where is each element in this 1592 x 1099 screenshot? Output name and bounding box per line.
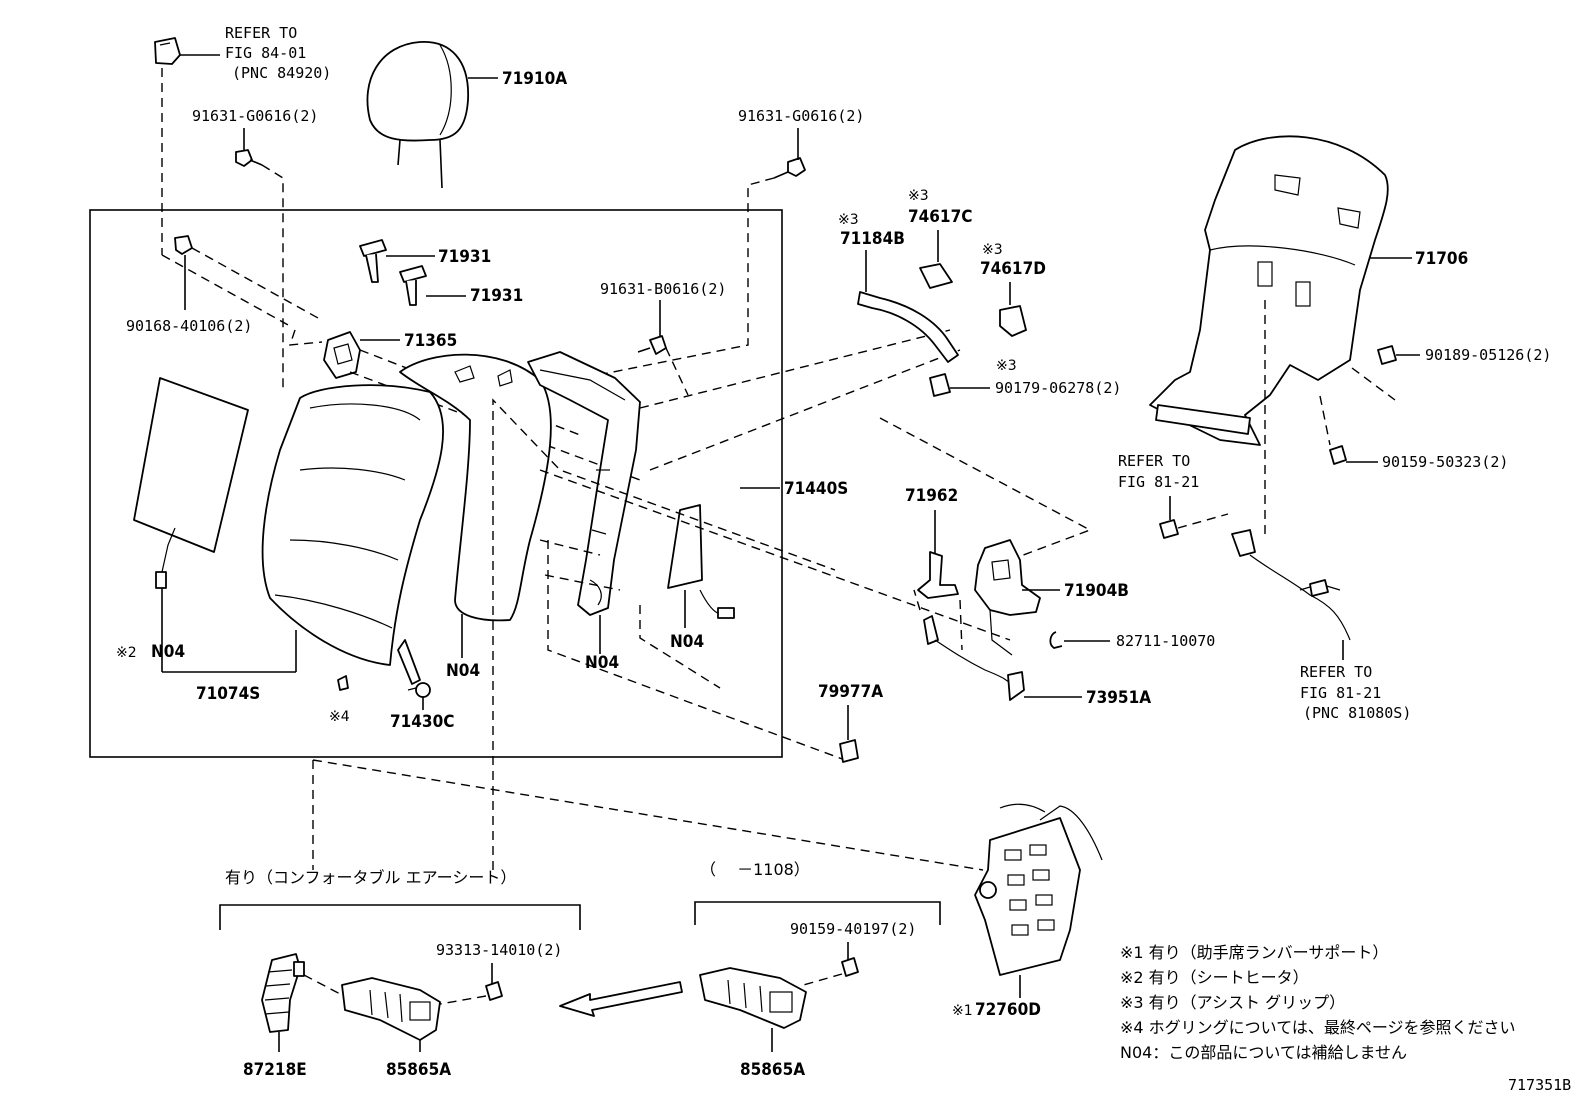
clip-90189: [1377, 345, 1397, 365]
label-71910A: 71910A: [502, 69, 567, 89]
label-71184B: 71184B: [840, 229, 905, 249]
blower-85865A-right: [699, 967, 807, 1029]
ref-81-21-line1: REFER TO: [1118, 452, 1190, 470]
bracket-71962: [917, 551, 959, 599]
screw-90159-40197: [841, 957, 859, 977]
cover-74617C: [919, 263, 953, 289]
group-title-comfort-air-seat: 有り（コンフォータブル エアーシート）: [225, 868, 516, 887]
clip-84920-part: [154, 37, 181, 65]
label-79977A: 79977A: [818, 682, 883, 702]
screw-93313: [485, 981, 503, 1001]
notes-block: ※1 有り（助手席ランバーサポート） ※2 有り（シートヒータ） ※3 有り（ア…: [1120, 943, 1516, 1062]
note-2: ※2 有り（シートヒータ）: [1120, 968, 1309, 987]
label-72760D-mark: ※1: [952, 1003, 973, 1019]
figure-id: 717351B: [1508, 1076, 1571, 1094]
label-74617C: 74617C: [908, 207, 972, 227]
label-72760D: 72760D: [975, 1000, 1041, 1020]
seat-heater-pad: [133, 377, 249, 589]
label-mark-4: ※4: [329, 709, 350, 725]
label-n04-a: N04: [151, 642, 185, 662]
label-85865A-left: 85865A: [386, 1060, 451, 1080]
ref-84-01-line1: REFER TO: [225, 24, 297, 42]
clip-71430C: [407, 682, 431, 698]
arrow-icon: [559, 981, 683, 1017]
label-85865A-right: 85865A: [740, 1060, 805, 1080]
label-87218E: 87218E: [243, 1060, 307, 1080]
label-n04-a-mark: ※2: [116, 645, 137, 661]
label-n04-c: N04: [585, 653, 619, 673]
bolt-90159-50323: [1329, 445, 1347, 465]
cap-79977A: [839, 739, 859, 763]
note-3: ※3 有り（アシスト グリップ）: [1120, 993, 1345, 1012]
seatback-board: [1149, 135, 1389, 446]
headrest-part: [366, 41, 469, 189]
bolt-90168: [174, 235, 193, 255]
label-71365: 71365: [404, 331, 457, 351]
label-71184B-mark: ※3: [838, 212, 859, 228]
label-71074S: 71074S: [196, 684, 260, 704]
label-n04-d: N04: [670, 632, 704, 652]
wire-harness: [1231, 529, 1351, 641]
label-90189-05126: 90189-05126(2): [1425, 346, 1551, 364]
label-90168-40106: 90168-40106(2): [126, 317, 252, 335]
clip-82711: [1049, 631, 1063, 649]
nut-90179: [929, 373, 951, 397]
seatback-cover: [261, 384, 444, 685]
bolt-91631-right: [773, 157, 806, 179]
label-90179-mark: ※3: [996, 358, 1017, 374]
duct-87218E: [261, 953, 305, 1033]
seatback-frame: [527, 351, 641, 616]
pin-71931-a: [359, 239, 387, 283]
recliner-71904B: [974, 539, 1041, 656]
label-71706: 71706: [1415, 249, 1468, 269]
lumbar-support: [974, 803, 1103, 976]
label-82711-10070: 82711-10070: [1116, 632, 1215, 650]
note-1: ※1 有り（助手席ランバーサポート）: [1120, 943, 1388, 962]
assembly-frame: [89, 209, 783, 758]
label-91631-G0616-left: 91631-G0616(2): [192, 107, 318, 125]
label-71931-a: 71931: [438, 247, 491, 267]
blower-85865A-left: [341, 977, 441, 1041]
label-71440S: 71440S: [784, 479, 848, 499]
ref-81-21b-line3: (PNC 81080S): [1303, 704, 1411, 722]
label-74617D: 74617D: [980, 259, 1046, 279]
cable-73951A: [923, 615, 1025, 701]
bolt-91631-left: [235, 149, 263, 167]
label-74617C-mark: ※3: [908, 188, 929, 204]
hog-ring: [337, 675, 349, 691]
ref-81-21b-line2: FIG 81-21: [1300, 684, 1381, 702]
label-71962: 71962: [905, 486, 958, 506]
ref-84-01-line2: FIG 84-01: [225, 44, 306, 62]
side-airbag-module: [667, 504, 735, 619]
cover-74617D: [999, 305, 1027, 337]
label-90159-40197: 90159-40197(2): [790, 920, 916, 938]
label-90179-06278: 90179-06278(2): [995, 379, 1121, 397]
note-n04: N04：この部品については補給しません: [1120, 1043, 1407, 1062]
label-90159-50323: 90159-50323(2): [1382, 453, 1508, 471]
bracket-71365: [323, 331, 361, 379]
ref-81-21-line2: FIG 81-21: [1118, 473, 1199, 491]
label-71931-b: 71931: [470, 286, 523, 306]
label-91631-B0616: 91631-B0616(2): [600, 280, 726, 298]
ref-84-01-line3: (PNC 84920): [232, 64, 331, 82]
label-71904B: 71904B: [1064, 581, 1129, 601]
label-91631-G0616-right: 91631-G0616(2): [738, 107, 864, 125]
note-4: ※4 ホグリングについては、最終ページを参照ください: [1120, 1018, 1516, 1037]
label-93313-14010: 93313-14010(2): [436, 941, 562, 959]
bolt-91631-B0616: [637, 335, 667, 355]
pin-71931-b: [399, 265, 427, 306]
label-n04-b: N04: [446, 661, 480, 681]
label-73951A: 73951A: [1086, 688, 1151, 708]
ref-81-21b-line1: REFER TO: [1300, 663, 1372, 681]
group-title-1108: （ －1108）: [700, 860, 810, 879]
bolt-ref-81-21: [1159, 519, 1179, 539]
assist-grip: [857, 291, 959, 363]
label-74617D-mark: ※3: [982, 242, 1003, 258]
label-71430C: 71430C: [390, 712, 454, 732]
